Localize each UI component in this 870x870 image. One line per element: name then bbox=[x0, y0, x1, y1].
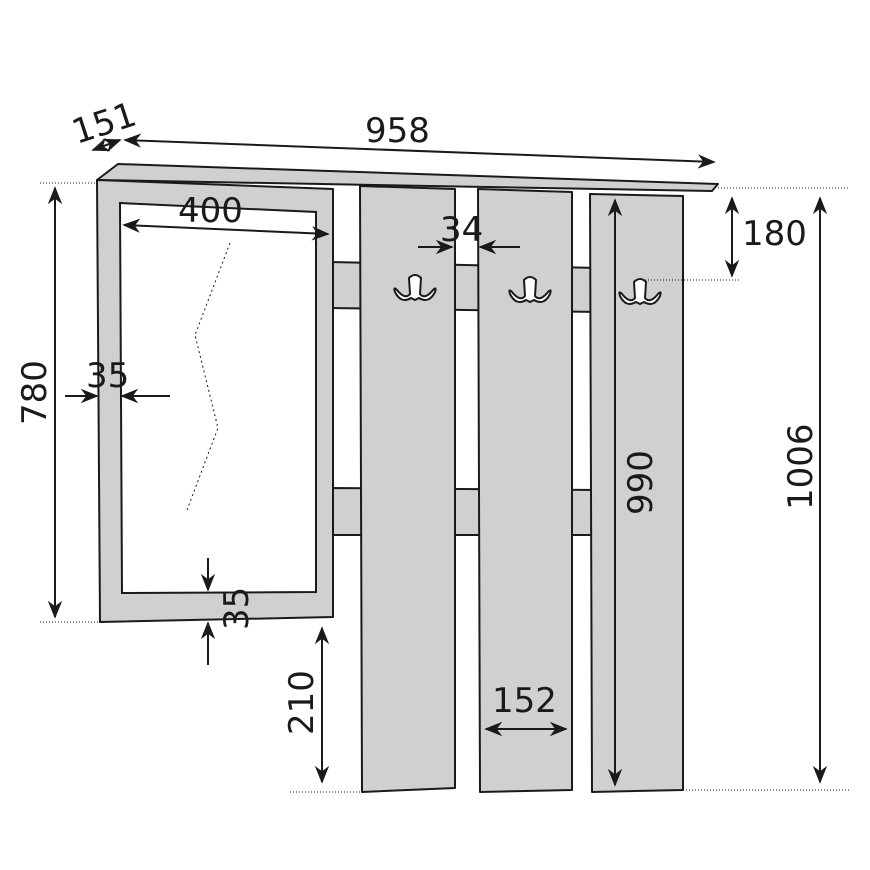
panel-gap-label: 34 bbox=[440, 210, 483, 250]
floor-gap-label: 210 bbox=[282, 670, 322, 735]
frame-side-label: 35 bbox=[86, 356, 129, 396]
hook-icon bbox=[393, 274, 437, 302]
mirror-width-label: 400 bbox=[178, 191, 243, 231]
dimension-arrows bbox=[47, 133, 828, 787]
hook-icon bbox=[508, 276, 552, 304]
panel-height-label: 990 bbox=[621, 450, 661, 515]
mirror-glass bbox=[118, 201, 317, 595]
total-height-label: 1006 bbox=[781, 423, 821, 510]
depth-label: 151 bbox=[67, 95, 141, 153]
extension-lines bbox=[40, 182, 850, 793]
panel-2 bbox=[477, 188, 573, 793]
mirror-frame bbox=[96, 179, 334, 623]
total-width-label: 958 bbox=[365, 111, 430, 151]
top-shelf bbox=[96, 163, 719, 192]
panel-width-label: 152 bbox=[492, 681, 557, 721]
mirror-height-label: 780 bbox=[15, 360, 55, 425]
hook-offset-label: 180 bbox=[742, 214, 807, 254]
frame-bottom-label: 35 bbox=[217, 587, 257, 630]
panel-1 bbox=[359, 185, 456, 793]
